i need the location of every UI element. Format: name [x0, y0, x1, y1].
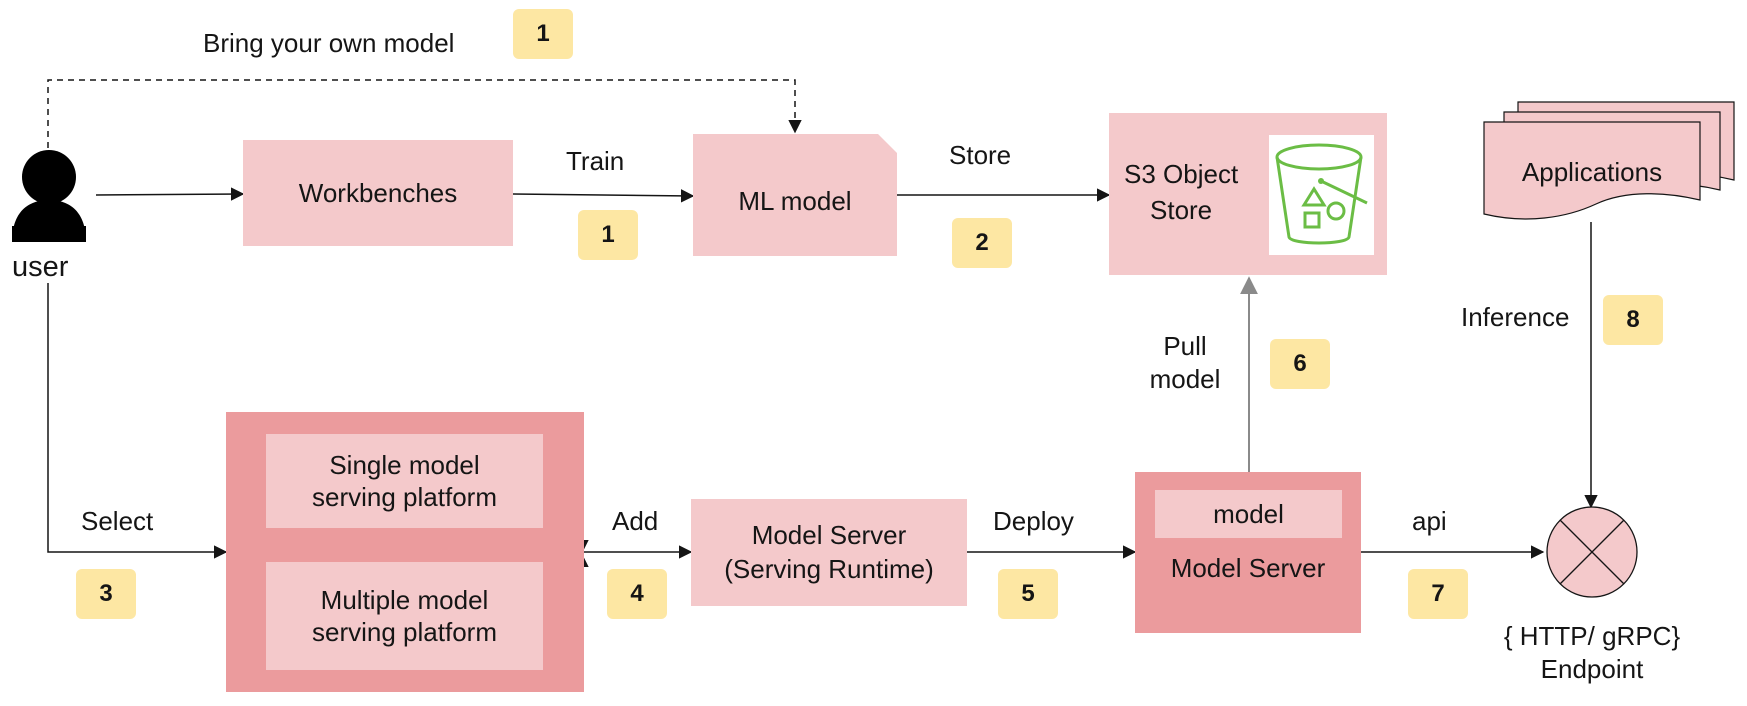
- store-label: Store: [949, 140, 1012, 170]
- model-server-box: model Model Server: [1135, 472, 1361, 633]
- endpoint-label-line1: { HTTP/ gRPC}: [1503, 621, 1681, 651]
- s3-bucket-panel: [1269, 135, 1374, 255]
- ml-model-label: ML model: [738, 186, 852, 216]
- serving-platform-container: Single model serving platform Multiple m…: [226, 412, 584, 692]
- multiple-platform-line2: serving platform: [312, 617, 497, 647]
- store-badge: 2: [952, 218, 1012, 268]
- single-platform-line2: serving platform: [312, 482, 497, 512]
- byom-label: Bring your own model: [203, 28, 455, 58]
- deploy-badge: 5: [998, 569, 1058, 619]
- pull-model-label-line1: Pull: [1163, 331, 1207, 361]
- pull-model-badge: 6: [1270, 339, 1330, 389]
- user-to-workbenches-arrow: [95, 187, 245, 201]
- train-badge: 1: [578, 210, 638, 260]
- serving-runtime-line1: Model Server: [751, 519, 907, 550]
- model-inner-label: model: [1213, 498, 1284, 529]
- workbenches-box: Workbenches: [243, 140, 513, 246]
- single-platform-line1: Single model: [329, 449, 480, 480]
- api-label: api: [1412, 506, 1447, 536]
- bucket-icon: [1275, 143, 1368, 245]
- single-model-platform-box: Single model serving platform: [266, 434, 543, 528]
- user-label: user: [12, 251, 69, 283]
- train-arrow: [512, 189, 695, 203]
- pull-model-label-line2: model: [1149, 364, 1221, 394]
- s3-label-line2: Store: [1150, 195, 1213, 225]
- user-icon: [12, 150, 86, 242]
- byom-badge: 1: [513, 9, 573, 59]
- train-label: Train: [566, 146, 625, 176]
- serving-runtime-line2: (Serving Runtime): [724, 553, 934, 584]
- inference-label: Inference: [1461, 302, 1570, 332]
- s3-label-line1: S3 Object: [1124, 159, 1239, 189]
- endpoint-icon: [1546, 506, 1638, 598]
- multiple-platform-line1: Multiple model: [320, 584, 489, 615]
- add-label: Add: [612, 506, 659, 536]
- serving-runtime-box: Model Server (Serving Runtime): [691, 499, 967, 606]
- ml-model-shape: [693, 134, 897, 256]
- applications-label: Applications: [1521, 157, 1663, 187]
- select-label: Select: [81, 506, 154, 536]
- add-badge: 4: [607, 569, 667, 619]
- model-server-label: Model Server: [1170, 553, 1326, 583]
- multiple-model-platform-box: Multiple model serving platform: [266, 562, 543, 670]
- deploy-label: Deploy: [993, 506, 1074, 536]
- select-badge: 3: [76, 569, 136, 619]
- byom-arrow: [47, 79, 802, 148]
- endpoint-label-line2: Endpoint: [1540, 654, 1644, 684]
- applications-stack: [1483, 101, 1735, 220]
- workbenches-label: Workbenches: [298, 177, 458, 208]
- s3-object-store-box: S3 Object Store: [1109, 113, 1387, 275]
- select-arrow: [47, 283, 228, 559]
- model-inner-box: model: [1155, 490, 1342, 538]
- api-badge: 7: [1408, 569, 1468, 619]
- inference-badge: 8: [1603, 295, 1663, 345]
